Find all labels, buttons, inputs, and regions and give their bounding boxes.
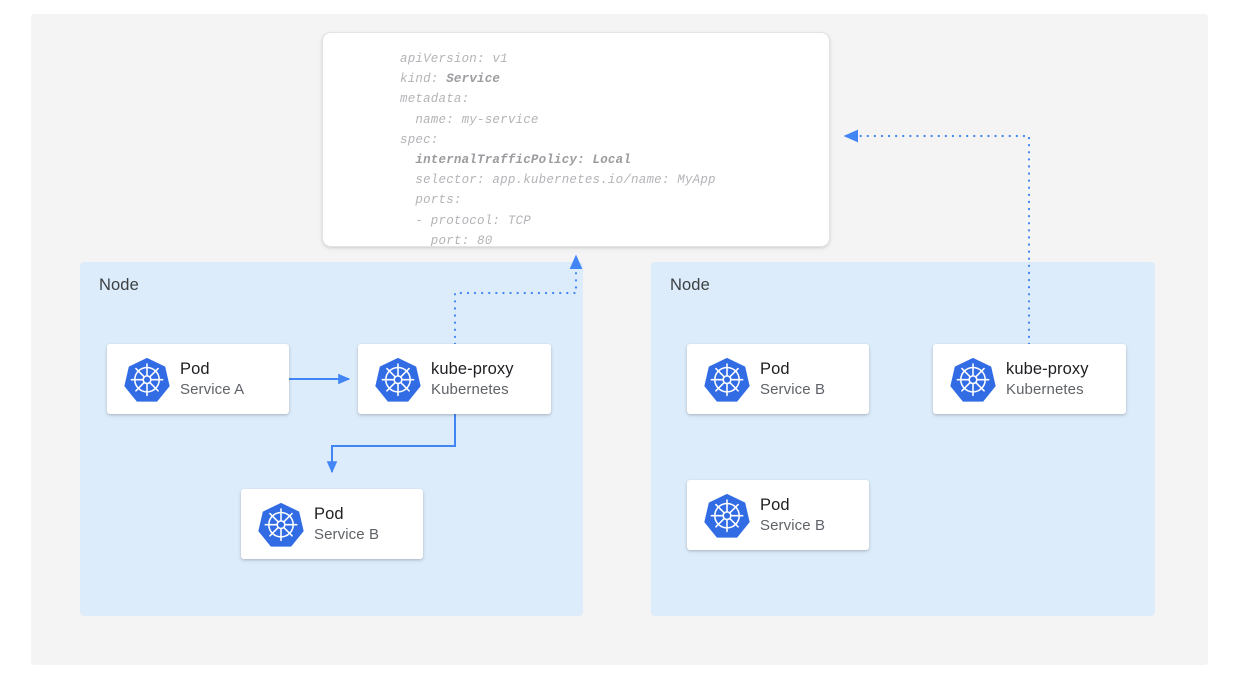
kubernetes-icon [704,357,750,402]
card-pod-service-b-left[interactable]: Pod Service B [241,489,423,559]
card-title: kube-proxy [1006,359,1089,378]
card-title: Pod [314,504,344,523]
yaml-line-ports: ports: [400,193,462,208]
card-pod-service-b-right-bottom[interactable]: Pod Service B [687,480,869,550]
yaml-line-spec: spec: [400,132,439,147]
card-text: kube-proxy Kubernetes [1006,359,1089,399]
card-subtitle: Kubernetes [1006,380,1084,398]
card-title: kube-proxy [431,359,514,378]
card-title: Pod [760,359,790,378]
kubernetes-icon [950,357,996,402]
yaml-line-metadata: metadata: [400,92,470,107]
card-kube-proxy-left[interactable]: kube-proxy Kubernetes [358,344,551,414]
yaml-line-name: name: my-service [400,112,539,127]
card-pod-service-a[interactable]: Pod Service A [107,344,289,414]
kubernetes-icon [375,357,421,402]
service-yaml-panel: apiVersion: v1 kind: Service metadata: n… [322,32,830,247]
kubernetes-icon [258,502,304,547]
card-subtitle: Service B [314,525,380,543]
service-yaml-code: apiVersion: v1 kind: Service metadata: n… [400,49,716,247]
card-subtitle: Service A [180,380,245,398]
card-text: kube-proxy Kubernetes [431,359,514,399]
yaml-kind-value: Service [446,72,501,87]
yaml-line-kind: kind: Service [400,72,501,87]
node-label: Node [99,276,139,294]
card-title: Pod [760,495,790,514]
yaml-line-apiversion: apiVersion: v1 [400,52,508,66]
node-label: Node [670,276,710,294]
card-title: Pod [180,359,210,378]
node-container-left: Node [80,262,583,616]
card-subtitle: Kubernetes [431,380,509,398]
node-container-right: Node [651,262,1155,616]
card-text: Pod Service B [314,504,379,544]
card-subtitle: Service B [760,380,826,398]
card-subtitle: Service B [760,516,826,534]
card-text: Pod Service B [760,495,825,535]
yaml-line-selector: selector: app.kubernetes.io/name: MyApp [400,173,716,188]
yaml-line-protocol: - protocol: TCP [400,213,531,228]
card-kube-proxy-right[interactable]: kube-proxy Kubernetes [933,344,1126,414]
yaml-line-internaltrafficpolicy: internalTrafficPolicy: Local [400,153,632,168]
yaml-line-port: port: 80 [400,233,493,247]
card-pod-service-b-right-top[interactable]: Pod Service B [687,344,869,414]
kubernetes-icon [704,493,750,538]
card-text: Pod Service B [760,359,825,399]
kubernetes-icon [124,357,170,402]
card-text: Pod Service A [180,359,244,399]
